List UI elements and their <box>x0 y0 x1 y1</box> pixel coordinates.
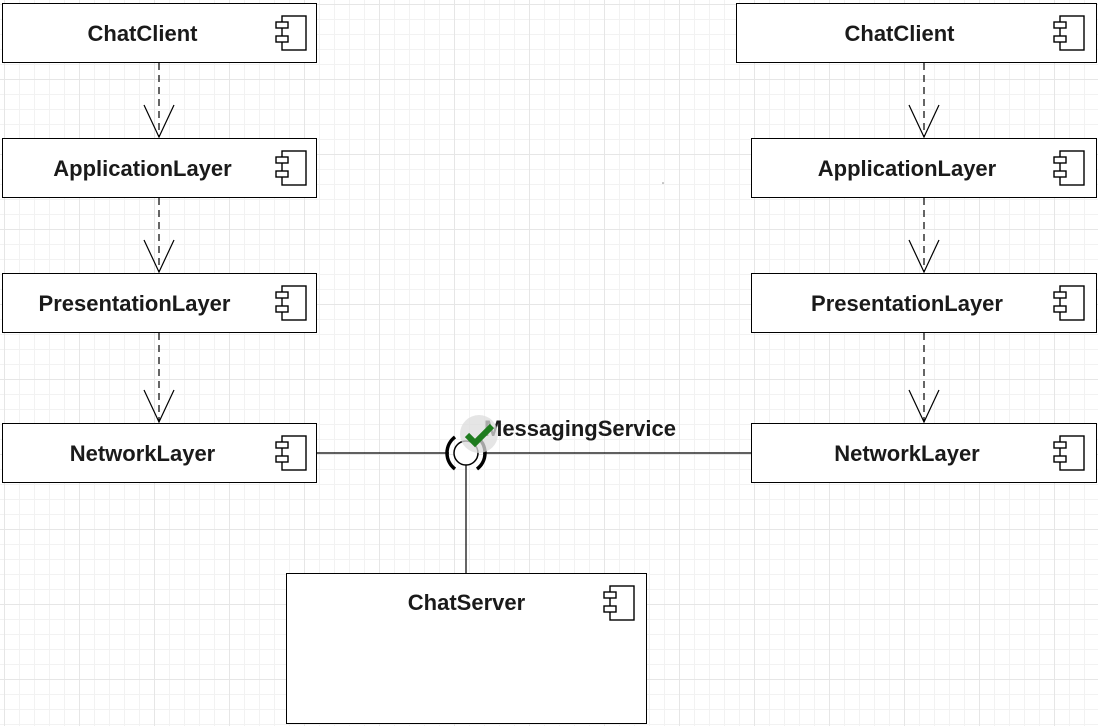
component-presentationlayer-left[interactable]: PresentationLayer <box>2 273 317 333</box>
component-networklayer-left[interactable]: NetworkLayer <box>2 423 317 483</box>
component-applicationlayer-right[interactable]: ApplicationLayer <box>751 138 1097 198</box>
component-label: ChatClient <box>87 21 198 46</box>
component-chatclient-right[interactable]: ChatClient <box>736 3 1097 63</box>
component-chatserver[interactable]: ChatServer <box>286 573 647 724</box>
uml-component-icon <box>275 150 307 186</box>
uml-component-icon <box>1053 15 1085 51</box>
component-label: ChatClient <box>844 21 955 46</box>
component-applicationlayer-left[interactable]: ApplicationLayer <box>2 138 317 198</box>
uml-component-icon <box>1053 435 1085 471</box>
uml-component-icon <box>1053 150 1085 186</box>
component-label: NetworkLayer <box>69 441 216 466</box>
stray-dot <box>662 182 664 184</box>
component-presentationlayer-right[interactable]: PresentationLayer <box>751 273 1097 333</box>
uml-component-icon <box>275 435 307 471</box>
component-label: PresentationLayer <box>38 291 231 316</box>
component-chatclient-left[interactable]: ChatClient <box>2 3 317 63</box>
checkmark-icon[interactable] <box>459 414 499 454</box>
component-label: ApplicationLayer <box>53 156 232 181</box>
uml-component-icon <box>275 15 307 51</box>
uml-component-icon <box>603 585 635 621</box>
component-label: NetworkLayer <box>834 441 980 466</box>
interface-label[interactable]: MessagingService <box>484 416 676 441</box>
component-networklayer-right[interactable]: NetworkLayer <box>751 423 1097 483</box>
component-label: ApplicationLayer <box>817 156 997 181</box>
component-label: ChatServer <box>407 590 526 615</box>
component-label: PresentationLayer <box>811 291 1003 316</box>
uml-component-icon <box>1053 285 1085 321</box>
uml-component-icon <box>275 285 307 321</box>
